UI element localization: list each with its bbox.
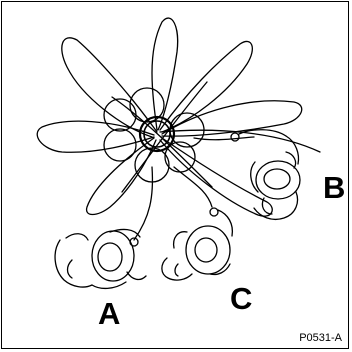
ring-center-outer [138, 115, 176, 153]
strand-cross-2 [121, 81, 208, 193]
hand-b-knuckle [230, 132, 240, 142]
label-c: C [230, 281, 253, 316]
strand-upper-mid [151, 17, 179, 131]
ring-top-left [103, 98, 137, 132]
strand-lower-right [159, 137, 273, 217]
ring-top [129, 87, 165, 123]
hand-c-knuckle [209, 207, 219, 217]
ring-center-inner [143, 120, 171, 148]
label-b: B [323, 170, 346, 205]
strand-cross-1 [111, 96, 213, 188]
connector-to-b [193, 136, 255, 141]
hand-a [54, 228, 147, 290]
label-a: A [98, 296, 121, 331]
strand-upper-right [159, 40, 253, 133]
hand-c-thumb-outer [185, 225, 231, 275]
figure-frame: A B C P0531-A [1, 1, 349, 349]
hand-b-thumb-inner [263, 168, 291, 190]
hand-c [161, 207, 234, 281]
connector-to-c [173, 166, 213, 208]
hand-a-thumb-outer [91, 230, 135, 282]
hand-b [230, 129, 301, 221]
strand-right [161, 100, 303, 137]
connector-to-a [133, 166, 154, 241]
loop-strands [36, 17, 321, 217]
figure-reference-code: P0531-A [299, 332, 342, 344]
strand-left [36, 120, 155, 153]
strand-lower-left [85, 137, 157, 216]
hand-c-thumb-inner [194, 237, 218, 263]
hand-a-thumb-inner [97, 242, 123, 272]
line-drawing [36, 17, 321, 290]
hand-b-thumb-outer [255, 160, 301, 200]
ring-left [103, 128, 137, 162]
strand-upper-left [61, 37, 158, 138]
strand-long-right [159, 129, 321, 153]
